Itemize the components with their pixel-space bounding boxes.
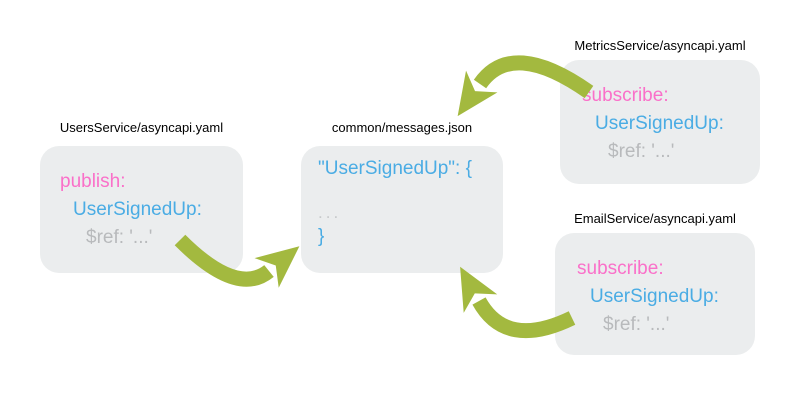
node-box-common-messages: "UserSignedUp": { ... } — [301, 146, 503, 273]
code-line-ref: $ref: '...' — [86, 227, 153, 248]
code-line-message: UserSignedUp: — [73, 199, 202, 220]
code-line-operation: subscribe: — [582, 85, 669, 106]
node-label-common-messages: common/messages.json — [331, 120, 473, 135]
code-line-message: UserSignedUp: — [590, 286, 719, 307]
node-box-metrics-service: subscribe: UserSignedUp: $ref: '...' — [560, 60, 760, 184]
code-line-message: UserSignedUp: — [595, 113, 724, 134]
node-label-users-service: UsersService/asyncapi.yaml — [59, 120, 224, 135]
code-line-operation: publish: — [60, 171, 126, 192]
code-line-operation: subscribe: — [577, 258, 664, 279]
code-line-json-open: "UserSignedUp": { — [318, 158, 472, 179]
node-box-email-service: subscribe: UserSignedUp: $ref: '...' — [555, 233, 755, 355]
code-line-ref: $ref: '...' — [603, 314, 670, 335]
node-box-users-service: publish: UserSignedUp: $ref: '...' — [40, 146, 243, 273]
node-label-email-service: EmailService/asyncapi.yaml — [574, 211, 736, 226]
code-line-json-close: } — [318, 226, 325, 247]
code-line-ref: $ref: '...' — [608, 141, 675, 162]
node-label-metrics-service: MetricsService/asyncapi.yaml — [574, 38, 746, 53]
code-line-ellipsis: ... — [318, 203, 342, 222]
